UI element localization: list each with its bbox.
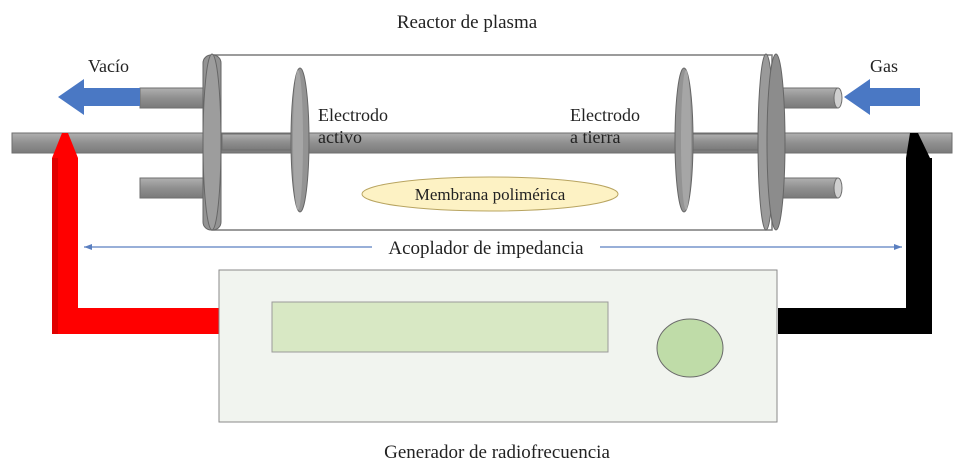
gas-arrow-icon [844,79,920,115]
active-electrode-label-line1: Electrodo [318,105,388,125]
impedance-coupler-line [84,244,902,250]
ground-electrode-label-line2: a tierra [570,127,620,147]
active-electrode-disc [290,67,310,213]
ground-electrode-shaft [691,133,765,151]
right-flange [757,53,786,231]
gas-pipe-bottom [779,177,843,199]
membrane-label: Membrana polimérica [415,185,566,204]
ground-electrode-label-line1: Electrodo [570,105,640,125]
generator-display [271,301,609,353]
polymer-membrane [361,176,619,212]
main-rod [11,132,953,154]
gas-label: Gas [870,56,898,76]
ground-electrode-disc [674,67,694,213]
rf-generator [218,269,778,423]
rf-generator-label: Generador de radiofrecuencia [384,442,610,463]
generator-knob [656,318,724,378]
vacuum-pipe-top [139,87,209,109]
vacuum-pipe-bottom [139,177,209,199]
impedance-coupler-label: Acoplador de impedancia [388,238,584,259]
vacuum-arrow-icon [58,79,140,115]
left-flange [202,53,222,231]
active-cable [52,133,220,334]
gas-pipe-top [779,87,843,109]
ground-cable [778,133,932,334]
reactor-title: Reactor de plasma [397,12,538,33]
active-electrode-shaft [221,133,295,151]
active-electrode-label-line2: activo [318,127,362,147]
vacuum-label: Vacío [88,56,129,76]
